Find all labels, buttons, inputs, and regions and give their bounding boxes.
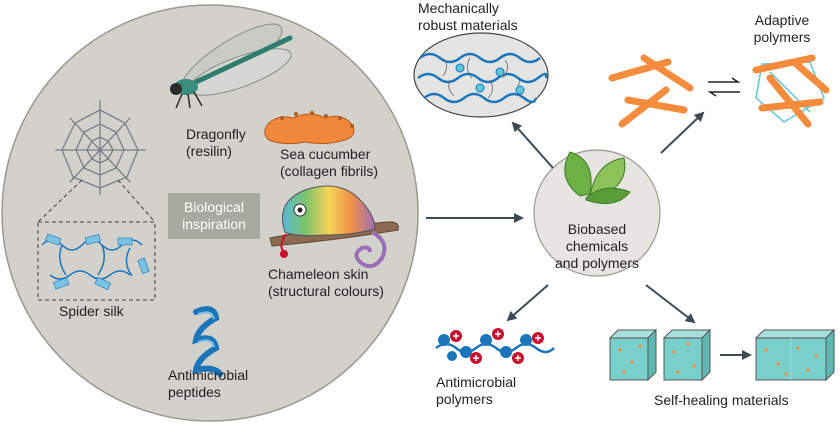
adaptive-polymers-right [752,54,830,128]
mechanically-robust-label: Mechanically robust materials [418,0,518,34]
self-healing-cube-right [754,328,836,382]
center-label: Biobased chemicals and polymers [545,221,649,272]
biological-inspiration-label: Biological inspiration [168,193,260,239]
mechanically-robust-line1: Mechanically [418,0,499,16]
inspiration-line2: inspiration [182,216,246,232]
antimicrobial-polymers-line2: polymers [436,391,493,407]
dragonfly-icon [170,23,293,109]
chameleon-icon [269,185,399,269]
zoom-lines [37,179,156,301]
dragonfly-label-line1: Dragonfly [186,126,246,142]
adaptive-polymers-label: Adaptive polymers [742,12,822,46]
antimicrobial-polymers-label: Antimicrobial polymers [436,374,516,408]
spider-silk-crystals [45,233,150,290]
center-label-line1: Biobased [567,221,627,237]
peptide-helix-highlight [197,311,215,348]
chameleon-label-line2: (structural colours) [268,283,384,299]
dragonfly-label: Dragonfly (resilin) [186,126,246,160]
arrow-to-mechanical [511,121,554,169]
leaves-icon [564,151,631,205]
adaptive-polymers-line2: polymers [753,29,811,45]
spider-web-icon [55,100,146,195]
self-healing-particles [618,342,818,376]
sea-cucumber-label-line1: Sea cucumber [280,146,371,162]
sea-cucumber-icon [264,111,355,145]
antimicrobial-chain [435,328,555,364]
inspiration-line1: Biological [184,199,244,215]
self-healing-cube-middle [662,328,712,382]
crosslink-nodes [455,63,525,95]
arrow-to-self-healing [645,284,696,324]
antimicrobial-peptides-label: Antimicrobial peptides [168,367,248,401]
crosslink-lines [442,57,523,99]
antimicrobial-peptides-line1: Antimicrobial [168,367,249,383]
equilibrium-arrows-icon [707,77,741,97]
sea-cucumber-label-line2: (collagen fibrils) [280,163,379,179]
arrow-to-adaptive [660,111,705,154]
center-label-line3: and polymers [554,255,640,271]
spider-silk-label: Spider silk [59,303,124,319]
antimicrobial-polymers-line1: Antimicrobial [436,374,517,390]
mechanically-robust-line2: robust materials [418,17,518,33]
dragonfly-label-line2: (resilin) [186,143,232,159]
peptide-helix-icon [192,306,223,377]
adaptive-polymers-left [608,54,694,128]
arrow-to-antimicrobial [506,284,549,322]
center-circle [533,149,661,277]
polymer-chains [417,52,548,104]
self-healing-label: Self-healing materials [654,392,789,408]
sea-cucumber-label: Sea cucumber (collagen fibrils) [280,146,378,180]
chameleon-label: Chameleon skin (structural colours) [268,266,384,300]
adaptive-polymers-line1: Adaptive [754,12,810,28]
self-healing-cube-left [608,328,658,382]
center-label-line2: chemicals [565,238,629,254]
antimicrobial-peptides-line2: peptides [168,384,221,400]
chameleon-label-line1: Chameleon skin [268,266,369,282]
